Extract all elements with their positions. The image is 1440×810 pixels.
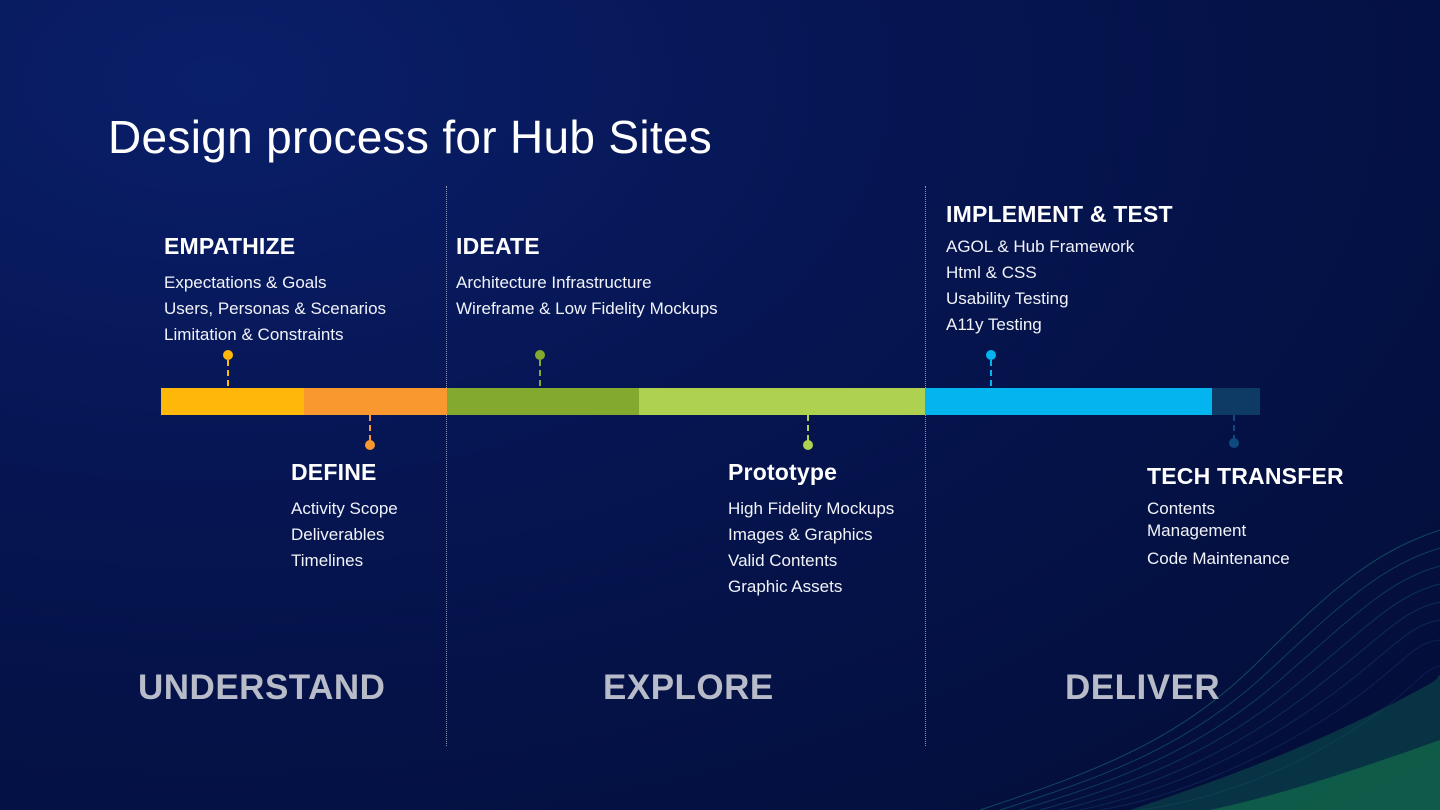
stage-empathize: EMPATHIZE Expectations & Goals Users, Pe… [164,233,386,348]
marker-stem-tech-transfer [1233,415,1235,441]
marker-stem-implement [990,360,992,386]
stage-item: AGOL & Hub Framework [946,237,1135,256]
bar-segment-ideate [447,388,639,415]
stage-heading: TECH TRANSFER [1147,463,1344,489]
marker-stem-define [369,415,371,441]
stage-heading: IDEATE [456,233,540,259]
marker-dot-empathize [223,350,233,360]
stage-item: Timelines [291,551,364,570]
phase-label-understand: UNDERSTAND [138,668,386,707]
stage-item: High Fidelity Mockups [728,499,895,518]
bar-segment-prototype [639,388,925,415]
stage-item: Html & CSS [946,263,1037,282]
stage-item: Deliverables [291,525,385,544]
stage-tech-transfer: TECH TRANSFER Contents Management Code M… [1147,463,1344,572]
bar-segment-empathize [161,388,304,415]
bar-segment-implement [925,388,1212,415]
marker-dot-ideate [535,350,545,360]
stage-item: Limitation & Constraints [164,325,344,344]
stage-item: Wireframe & Low Fidelity Mockups [456,299,718,318]
marker-stem-prototype [807,415,809,441]
marker-dot-tech-transfer [1229,438,1239,448]
stage-item: Images & Graphics [728,525,873,544]
marker-stem-empathize [227,360,229,386]
section-divider-left [446,186,447,746]
stage-item: Contents [1147,499,1216,518]
decorative-wave-graphic [980,529,1440,810]
phase-label-deliver: DELIVER [1065,668,1221,707]
stage-heading: DEFINE [291,459,377,485]
bar-segment-define [304,388,447,415]
stage-ideate: IDEATE Architecture Infrastructure Wiref… [456,233,718,322]
stage-item: Usability Testing [946,289,1069,308]
marker-dot-define [365,440,375,450]
stage-implement: IMPLEMENT & TEST AGOL & Hub Framework Ht… [946,201,1173,338]
marker-dot-prototype [803,440,813,450]
marker-dot-implement [986,350,996,360]
marker-stem-ideate [539,360,541,386]
stage-prototype: Prototype High Fidelity Mockups Images &… [728,459,894,600]
stage-item: Valid Contents [728,551,838,570]
stage-heading: EMPATHIZE [164,233,296,259]
stage-item: Users, Personas & Scenarios [164,299,387,318]
phase-label-explore: EXPLORE [603,668,774,707]
stage-item: A11y Testing [946,315,1042,334]
stage-heading: IMPLEMENT & TEST [946,201,1173,227]
page-title: Design process for Hub Sites [108,111,713,163]
stage-item: Architecture Infrastructure [456,273,652,292]
stage-item: Code Maintenance [1147,549,1290,568]
stage-define: DEFINE Activity Scope Deliverables Timel… [291,459,398,574]
stage-heading: Prototype [728,459,838,485]
bar-segment-tech-transfer [1212,388,1260,415]
section-divider-right [925,186,926,746]
stage-item: Expectations & Goals [164,273,327,292]
stage-item: Management [1147,521,1247,540]
stage-item: Graphic Assets [728,577,843,596]
stage-item: Activity Scope [291,499,398,518]
